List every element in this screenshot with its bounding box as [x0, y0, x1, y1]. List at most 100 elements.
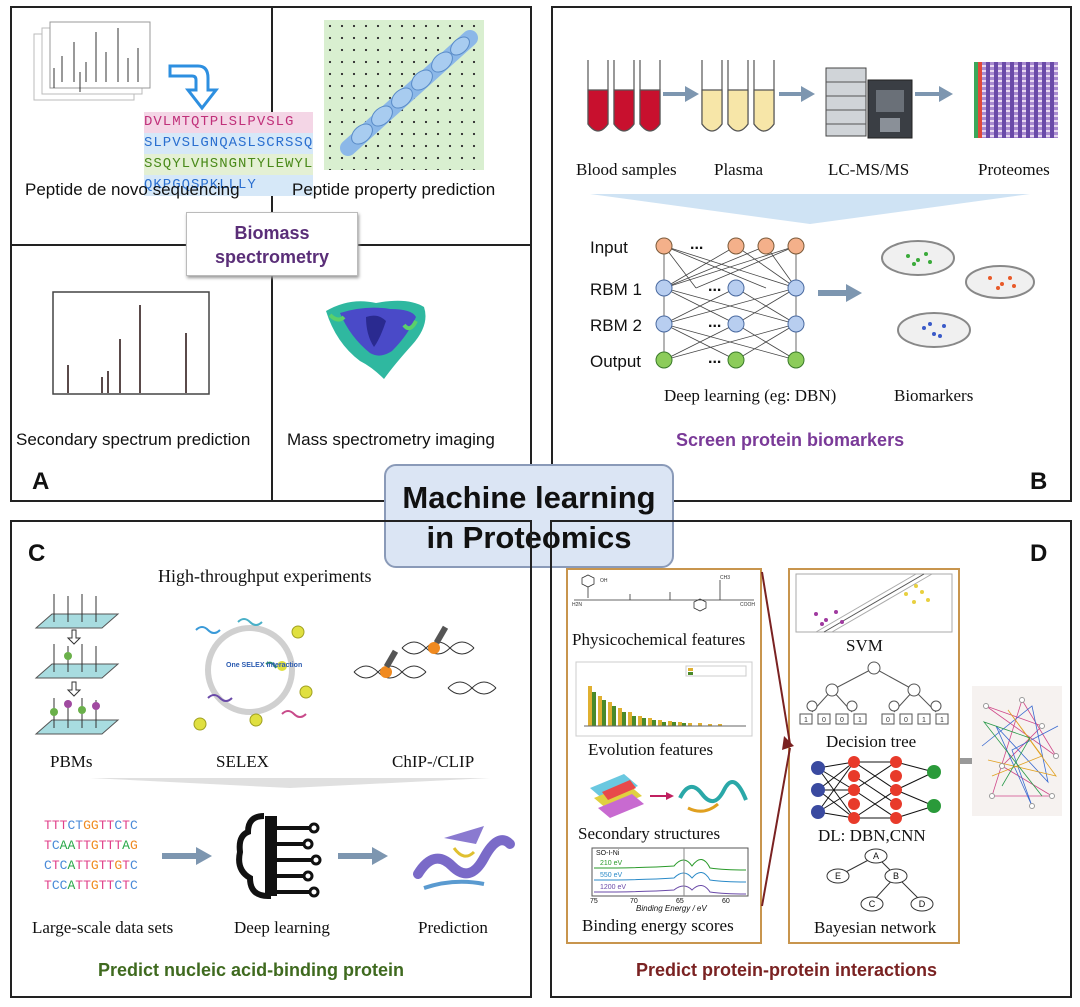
panel-c-caption: Predict nucleic acid-binding protein — [98, 960, 405, 980]
nucleotide: T — [122, 878, 130, 893]
nucleotide: T — [114, 838, 123, 853]
panel-c-divider-shape — [90, 778, 490, 788]
nucleotide: C — [114, 818, 123, 833]
tree-leaf-3: 0 — [840, 717, 844, 724]
chip-clip-illustration — [353, 625, 497, 695]
nucleotide: C — [129, 878, 138, 893]
nucleotide: T — [44, 878, 52, 893]
peptide-helix-icon — [340, 30, 478, 156]
binding-energy-tick-60: 60 — [722, 898, 730, 905]
nucleotide: T — [98, 858, 107, 873]
funnel-arrow-shape — [590, 194, 1030, 224]
center-title-line-1: Machine learning — [402, 480, 656, 515]
nucleotide: G — [90, 838, 99, 853]
nucleotide: A — [67, 878, 76, 893]
label-layer-rbm2: RBM 2 — [590, 316, 642, 335]
nucleotide: G — [90, 858, 99, 873]
dna-sequence-4: TCCATTGTTCTC — [44, 876, 138, 896]
nucleotide: A — [67, 858, 76, 873]
panel-c — [10, 520, 532, 998]
label-layer-input: Input — [590, 238, 628, 257]
biomass-spectrometry-box: Biomass spectrometry — [186, 212, 358, 276]
panel-d-letter: D — [1030, 540, 1048, 567]
secondary-structure-icon — [590, 774, 748, 818]
nucleotide: G — [90, 818, 99, 833]
tree-leaf-8: 1 — [940, 717, 944, 724]
panel-b — [551, 6, 1072, 502]
nucleotide: C — [44, 858, 52, 873]
features-box — [566, 568, 762, 944]
sequence-line-2: SLPVSLGNQASLSCRSSQ — [144, 133, 314, 154]
nucleotide: G — [114, 858, 123, 873]
nucleotide: T — [122, 858, 130, 873]
label-evolution: Evolution features — [588, 740, 714, 759]
nucleotide: T — [75, 838, 84, 853]
plasma-tubes — [701, 60, 775, 132]
nucleotide: C — [51, 878, 60, 893]
nucleotide: T — [51, 818, 60, 833]
label-plasma: Plasma — [714, 160, 764, 179]
binding-energy-trace-label-3: 1200 eV — [600, 884, 627, 891]
label-decision-tree: Decision tree — [826, 732, 917, 751]
binding-energy-trace-label-1: 210 eV — [600, 860, 623, 867]
label-binding-energy: Binding energy scores — [582, 916, 734, 935]
neural-circuit-icon — [236, 813, 322, 900]
label-high-throughput: High-throughput experiments — [158, 566, 372, 586]
panel-a-letter: A — [32, 468, 50, 495]
nucleotide: T — [106, 878, 115, 893]
label-bayesian-network: Bayesian network — [814, 918, 937, 937]
nucleotide: T — [44, 818, 52, 833]
nucleotide: T — [75, 858, 84, 873]
label-peptide-property-prediction: Peptide property prediction — [292, 180, 496, 199]
ppi-network-graph — [972, 686, 1062, 816]
bayes-node-b: B — [893, 871, 899, 881]
label-layer-output: Output — [590, 352, 642, 371]
bayes-node-c: C — [869, 899, 876, 909]
network-ellipsis-2: ... — [708, 278, 722, 295]
panel-c-letter: C — [28, 540, 46, 567]
nucleotide: T — [75, 818, 84, 833]
nucleotide: T — [83, 858, 91, 873]
flow-arrows-c — [162, 847, 388, 865]
dna-sequence-3: CTCATTGTTGTC — [44, 856, 138, 876]
nucleotide: A — [67, 838, 76, 853]
bayes-node-a: A — [873, 851, 879, 861]
label-prediction: Prediction — [418, 918, 488, 937]
nucleotide: T — [106, 858, 115, 873]
nucleotide: T — [83, 878, 91, 893]
selex-center-text: One SELEX interaction — [226, 662, 303, 669]
sequence-line-4: QKPGQSPKLLLY — [144, 175, 314, 196]
binding-energy-formula: SO-I-Ni — [596, 850, 620, 857]
bayesian-network-diagram: A E B C D — [826, 848, 934, 912]
mass-spectra-stack — [33, 21, 151, 101]
label-peptide-de-novo-sequencing: Peptide de novo sequencing — [25, 180, 240, 199]
nucleotide: T — [75, 878, 84, 893]
network-ellipsis-4: ... — [708, 350, 722, 367]
nucleotide: T — [83, 838, 91, 853]
label-dl-dbn-cnn: DL: DBN,CNN — [818, 826, 926, 845]
biomarker-petri-dishes — [881, 240, 1035, 348]
nucleotide: C — [114, 878, 123, 893]
label-mass-spectrometry-imaging: Mass spectrometry imaging — [287, 430, 495, 449]
nucleotide: T — [51, 858, 60, 873]
svg-text:CH3: CH3 — [720, 575, 730, 581]
nucleotide: C — [59, 878, 68, 893]
lc-ms-instrument — [825, 67, 913, 139]
dl-network-icon — [811, 756, 941, 824]
evolution-bar-chart — [575, 661, 753, 737]
nucleotide: C — [129, 818, 138, 833]
binding-energy-tick-65: 65 — [676, 898, 684, 905]
nucleotide: T — [106, 838, 115, 853]
tree-leaf-7: 1 — [922, 717, 926, 724]
sequence-line-3: SSQYLVHSNGNTYLEWYL — [144, 154, 314, 175]
label-pbms: PBMs — [50, 752, 93, 771]
binding-energy-trace-label-2: 550 eV — [600, 872, 623, 879]
label-physicochemical: Physicochemical features — [572, 630, 746, 649]
svg-text:COOH: COOH — [740, 602, 755, 608]
nucleotide: C — [59, 858, 68, 873]
dna-sequence-1: TTTCTGGTTCTC — [44, 816, 138, 836]
tree-leaf-6: 0 — [904, 717, 908, 724]
svm-scatter-plot — [795, 573, 953, 633]
